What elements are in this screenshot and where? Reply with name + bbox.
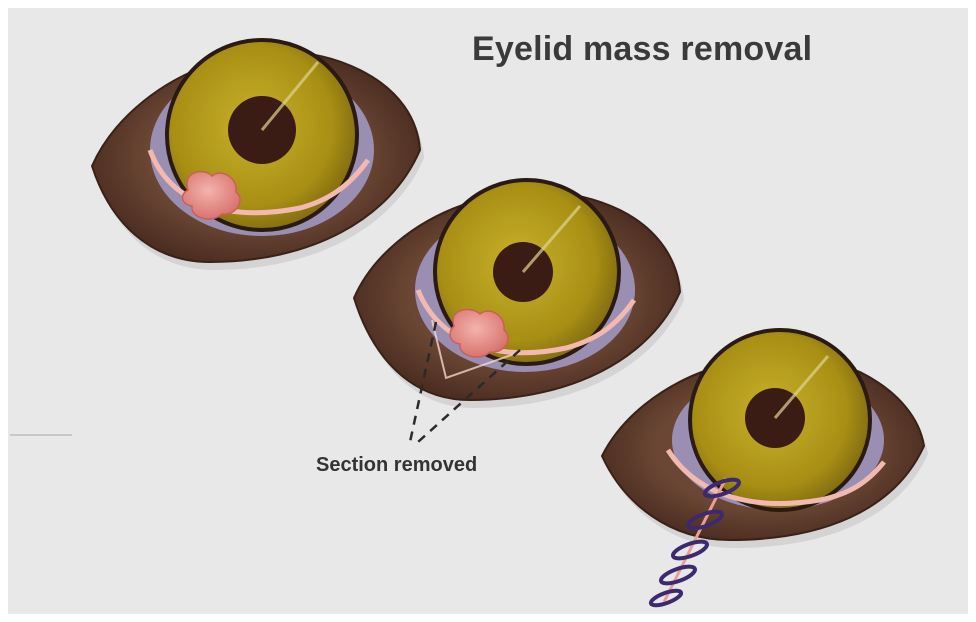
- eye-after-surgery: [602, 330, 928, 548]
- callout-label: Section removed: [316, 454, 477, 477]
- eye-before-surgery: [92, 40, 424, 270]
- figure-title: Eyelid mass removal: [472, 30, 812, 69]
- eye-excision: [354, 180, 684, 408]
